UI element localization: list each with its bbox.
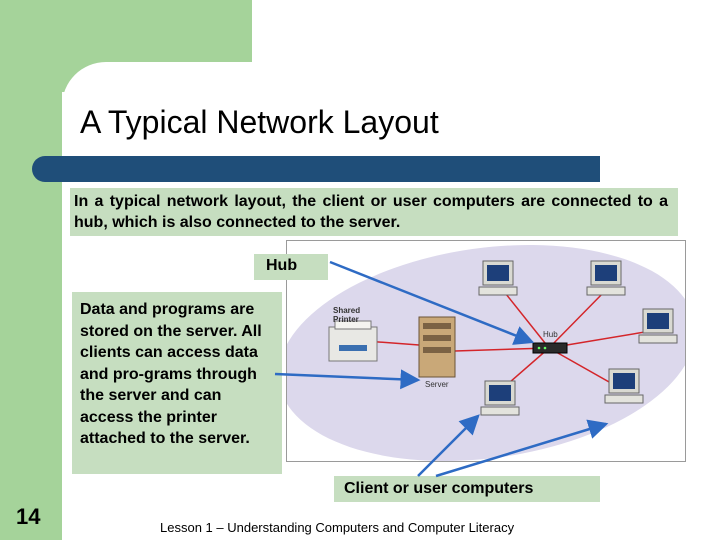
corner-accent-left [0,0,62,540]
hub-icon [532,342,568,354]
intro-text: In a typical network layout, the client … [70,188,678,236]
server-label: Server [425,380,449,389]
server-callout: Data and programs are stored on the serv… [72,292,282,474]
server-icon [418,316,456,378]
slide-footer: Lesson 1 – Understanding Computers and C… [160,520,515,535]
slide-title: A Typical Network Layout [80,104,439,140]
title-underline-bar [32,156,600,182]
client-computer-icon [586,260,626,296]
hub-label: Hub [543,330,558,339]
client-computer-icon [604,368,644,404]
client-computer-icon [478,260,518,296]
slide-number: 14 [16,504,41,529]
client-computer-icon [480,380,520,416]
client-computer-icon [638,308,678,344]
clients-callout: Client or user computers [334,476,600,502]
hub-callout: Hub [254,254,328,280]
shared-printer-icon [328,320,378,362]
